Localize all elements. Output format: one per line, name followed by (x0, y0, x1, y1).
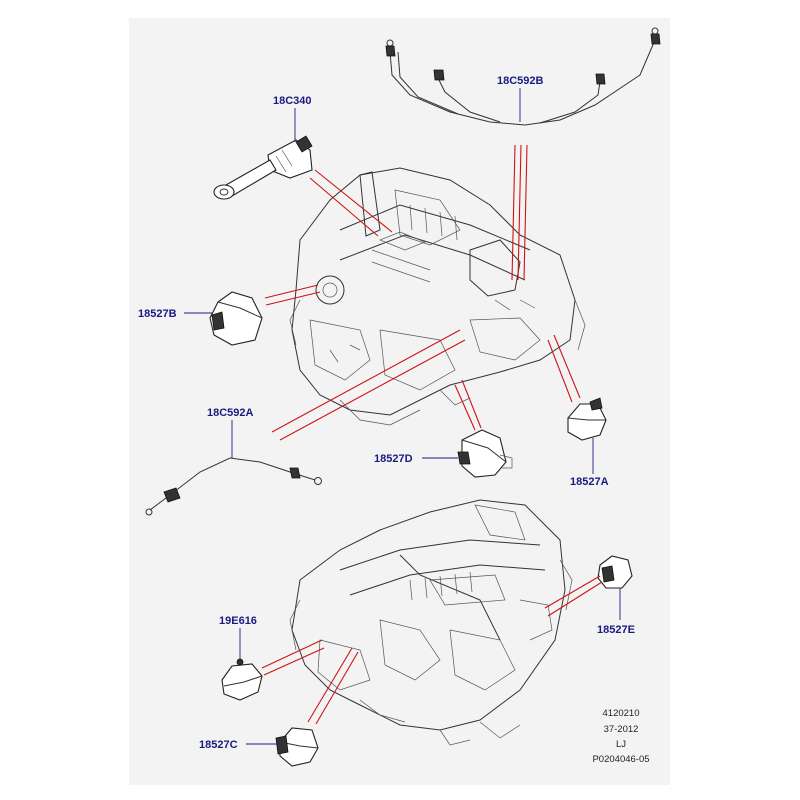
reference-block: 4120210 37-2012 LJ P0204046-05 (592, 708, 649, 765)
reference-initials: LJ (616, 739, 626, 750)
label-18c592b: 18C592B (497, 75, 544, 87)
part-labels: 18C340 18C592B 18527B 18C592A 18527D 185… (138, 75, 635, 751)
reference-date: 37-2012 (604, 724, 639, 735)
label-19e616: 19E616 (219, 615, 257, 627)
cable-18c592b (385, 27, 661, 126)
callout-lines (184, 88, 621, 745)
label-18527d: 18527D (374, 453, 413, 465)
label-18527e: 18527E (597, 624, 635, 636)
reference-number: 4120210 (603, 708, 640, 719)
actuator-18527e (597, 555, 633, 589)
actuator-18527c (275, 727, 319, 767)
leader-lines (261, 144, 603, 725)
label-18c340: 18C340 (273, 95, 312, 107)
cable-18c592a (145, 457, 322, 516)
label-18527b: 18527B (138, 308, 177, 320)
label-18c592a: 18C592A (207, 407, 254, 419)
reference-drawing-id: P0204046-05 (592, 754, 649, 765)
label-18527c: 18527C (199, 739, 238, 751)
actuator-18527a (567, 397, 607, 441)
actuator-18527b (209, 291, 263, 346)
label-18527a: 18527A (570, 476, 609, 488)
lower-hvac-assembly (289, 499, 573, 746)
sensor-19e616 (221, 658, 263, 701)
actuator-18527d (457, 429, 513, 478)
upper-hvac-assembly (289, 167, 586, 426)
sensor-18c340 (213, 135, 313, 200)
diagram-sheet (129, 18, 670, 785)
